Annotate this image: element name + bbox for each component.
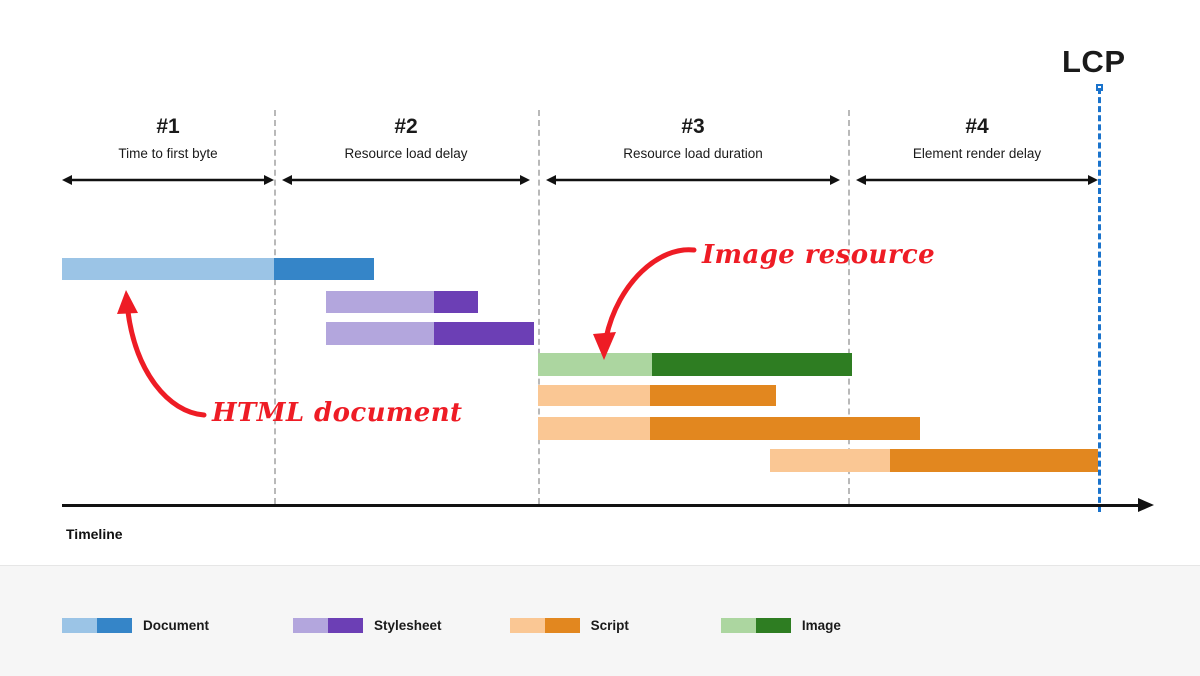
waterfall-bar-image-4 bbox=[538, 353, 852, 376]
bar-segment-wait bbox=[538, 385, 650, 406]
annotation-label-image-resource: Image resource bbox=[702, 240, 936, 270]
legend-item-image[interactable]: Image bbox=[720, 618, 841, 633]
phase-number: #3 bbox=[681, 115, 705, 138]
legend-swatch-document bbox=[62, 618, 132, 633]
phase-span-arrow-icon bbox=[282, 173, 530, 187]
legend-label: Stylesheet bbox=[374, 618, 442, 633]
legend-swatch-dark bbox=[97, 618, 132, 633]
bar-segment-wait bbox=[538, 353, 652, 376]
bar-segment-wait bbox=[326, 322, 434, 345]
bar-segment-wait bbox=[538, 417, 650, 440]
waterfall-bar-stylesheet-2 bbox=[326, 291, 478, 313]
bar-segment-wait bbox=[326, 291, 434, 313]
diagram-canvas bbox=[0, 0, 1200, 565]
legend-item-document[interactable]: Document bbox=[62, 618, 209, 633]
timeline-axis bbox=[62, 504, 1140, 507]
phase-number: #1 bbox=[156, 115, 180, 138]
phase-separator-3 bbox=[848, 110, 850, 504]
phase-separator-2 bbox=[538, 110, 540, 504]
lcp-vertical-line bbox=[1098, 88, 1101, 512]
bar-segment-transfer bbox=[434, 322, 534, 345]
bar-segment-transfer bbox=[890, 449, 1098, 472]
phase-name: Resource load delay bbox=[344, 146, 468, 161]
phase-name: Resource load duration bbox=[623, 146, 763, 161]
bar-segment-transfer bbox=[650, 417, 920, 440]
phase-number: #4 bbox=[965, 115, 989, 138]
phase-span-arrow-icon bbox=[546, 173, 840, 187]
legend-swatch-light bbox=[509, 618, 545, 633]
bar-segment-transfer bbox=[434, 291, 478, 313]
waterfall-bar-script-6 bbox=[538, 417, 920, 440]
phase-span-arrow-icon bbox=[62, 173, 274, 187]
timeline-axis-arrow-icon bbox=[1138, 498, 1154, 512]
phase-name: Element render delay bbox=[912, 146, 1042, 161]
legend-swatch-image bbox=[720, 618, 791, 633]
legend-swatch-script bbox=[509, 618, 580, 633]
timeline-axis-label: Timeline bbox=[66, 526, 123, 542]
bar-segment-transfer bbox=[274, 258, 374, 280]
legend-label: Image bbox=[801, 618, 841, 633]
legend-label: Script bbox=[590, 618, 629, 633]
legend-item-script[interactable]: Script bbox=[509, 618, 629, 633]
phase-number: #2 bbox=[394, 115, 418, 138]
bar-segment-transfer bbox=[652, 353, 852, 376]
waterfall-bar-stylesheet-3 bbox=[326, 322, 534, 345]
legend-swatch-stylesheet bbox=[293, 618, 364, 633]
phase-name: Time to first byte bbox=[118, 146, 218, 161]
waterfall-bar-script-5 bbox=[538, 385, 776, 406]
legend-items: Document Stylesheet Script Image bbox=[62, 618, 841, 633]
waterfall-bar-document-1 bbox=[62, 258, 374, 280]
phase-span-arrow-icon bbox=[856, 173, 1098, 187]
legend-label: Document bbox=[143, 618, 210, 633]
legend-swatch-dark bbox=[755, 618, 791, 633]
legend-panel: Document Stylesheet Script Image bbox=[0, 565, 1200, 676]
legend-swatch-dark bbox=[544, 618, 580, 633]
annotation-label-html-document: HTML document bbox=[212, 398, 463, 428]
lcp-label: LCP bbox=[1062, 44, 1126, 79]
phase-separator-1 bbox=[274, 110, 276, 504]
legend-swatch-light bbox=[62, 618, 97, 633]
legend-swatch-light bbox=[293, 618, 329, 633]
bar-segment-wait bbox=[62, 258, 274, 280]
legend-item-stylesheet[interactable]: Stylesheet bbox=[293, 618, 442, 633]
waterfall-bar-script-7 bbox=[770, 449, 1098, 472]
legend-swatch-dark bbox=[328, 618, 364, 633]
bar-segment-transfer bbox=[650, 385, 776, 406]
legend-swatch-light bbox=[720, 618, 756, 633]
bar-segment-wait bbox=[770, 449, 890, 472]
